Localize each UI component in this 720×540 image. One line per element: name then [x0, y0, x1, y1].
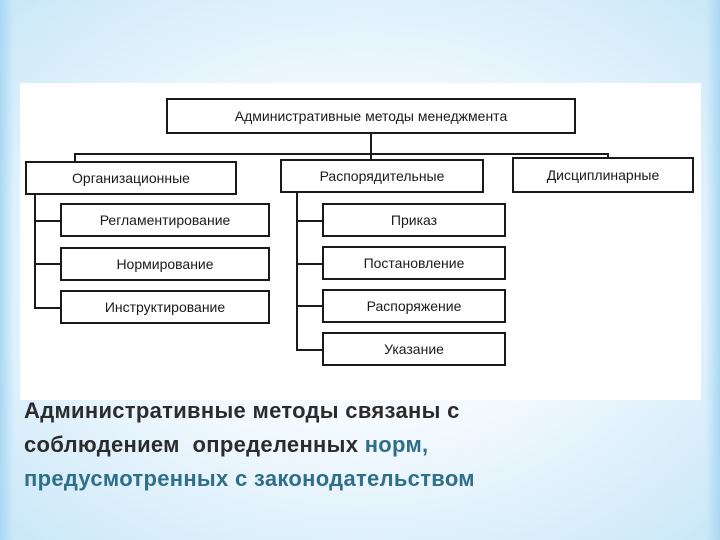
right-frame-gradient [706, 0, 720, 540]
caption-line-2-start: соблюдением определенных [24, 432, 365, 457]
administrative-branch-4 [296, 349, 322, 351]
connector-cat-1 [74, 153, 76, 163]
administrative-branch-1 [296, 220, 322, 222]
category-disciplinary: Дисциплинарные [512, 157, 694, 193]
child-normalization: Нормирование [60, 247, 270, 281]
caption-text: Административные методы связаны с соблюд… [24, 394, 684, 496]
caption-line-2-highlight: норм, [364, 432, 429, 457]
child-directive: Распоряжение [322, 289, 506, 323]
root-node: Административные методы менеджмента [166, 98, 576, 134]
diagram-panel: Административные методы менеджмента Орга… [20, 83, 701, 400]
category-administrative: Распорядительные [280, 159, 484, 193]
connector-cat-2 [370, 153, 372, 163]
child-regulation: Регламентирование [60, 203, 270, 237]
organizational-branch-2 [34, 263, 60, 265]
category-organizational: Организационные [25, 161, 237, 195]
organizational-branch-1 [34, 220, 60, 222]
organizational-spine [34, 195, 36, 309]
administrative-spine [296, 193, 298, 351]
administrative-branch-3 [296, 305, 322, 307]
organizational-branch-3 [34, 307, 60, 309]
connector-categories-bus [74, 153, 608, 155]
child-order: Приказ [322, 203, 506, 237]
administrative-branch-2 [296, 263, 322, 265]
caption-line-3: предусмотренных с законодательством [24, 466, 475, 491]
caption-line-2: соблюдением определенных норм, [24, 428, 684, 462]
connector-root-down [370, 134, 372, 154]
caption-line-1: Административные методы связаны с [24, 398, 460, 423]
child-instruction: Инструктирование [60, 290, 270, 324]
child-resolution: Постановление [322, 246, 506, 280]
child-instruction-order: Указание [322, 332, 506, 366]
left-frame-gradient [0, 0, 14, 540]
